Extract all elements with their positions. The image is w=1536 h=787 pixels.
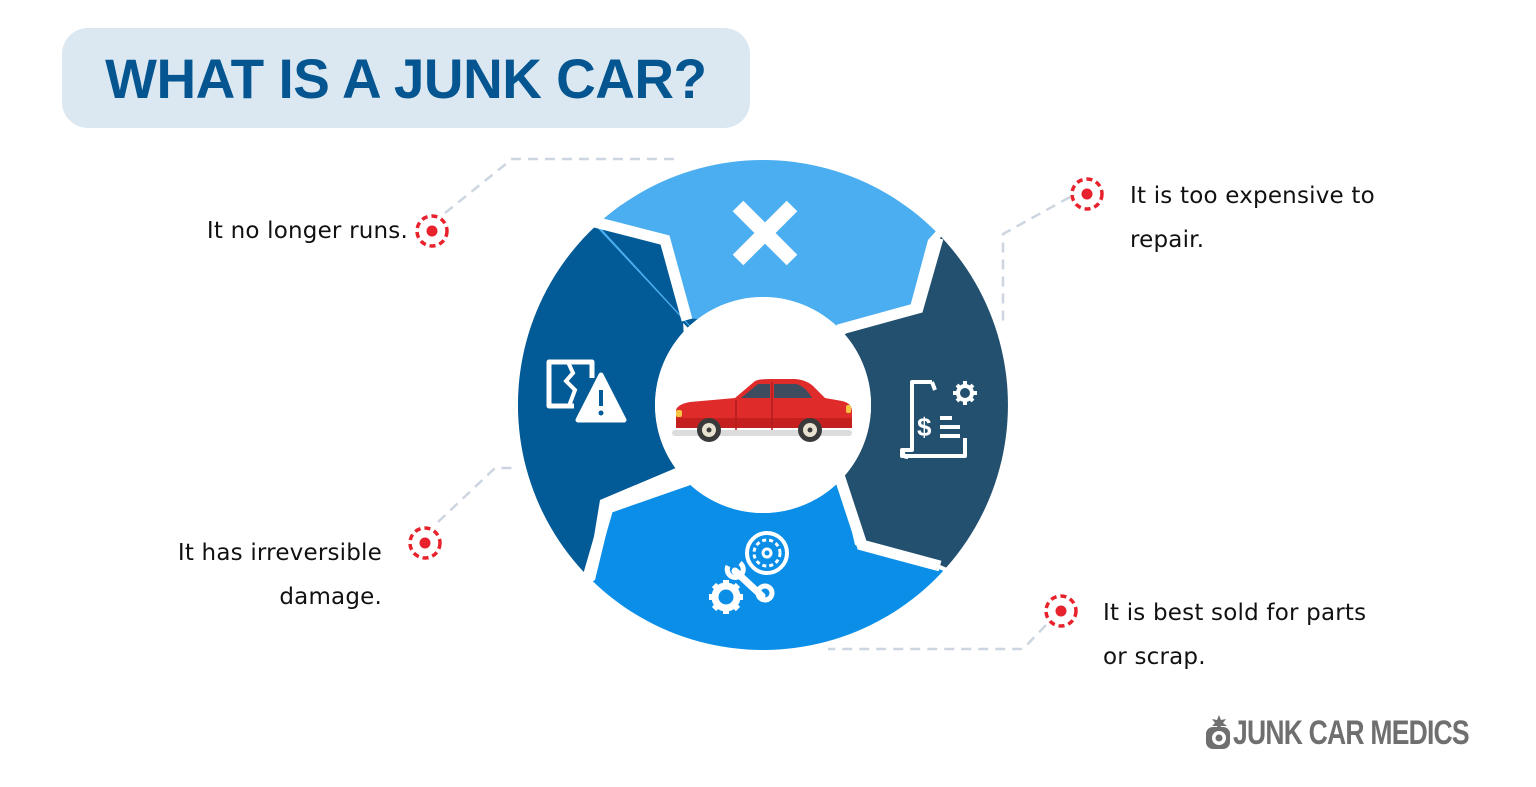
- label-irreversible: It has irreversible damage.: [177, 540, 382, 610]
- marker-best-sold: [1044, 594, 1078, 628]
- tools-gear-wheel-icon: [709, 531, 789, 614]
- title-banner: WHAT IS A JUNK CAR?: [62, 28, 750, 128]
- logo-text: JUNK CAR MEDICS: [1233, 713, 1470, 752]
- page-title: WHAT IS A JUNK CAR?: [105, 46, 707, 110]
- segment-top: [520, 160, 1000, 405]
- connector-lines: [437, 157, 1071, 651]
- connector-irreversible: [437, 466, 518, 523]
- segment-dividers: [580, 213, 944, 586]
- svg-text:$: $: [917, 412, 932, 442]
- connector-too-expensive: [1001, 195, 1071, 322]
- broken-window-warning-icon: [546, 359, 627, 423]
- invoice-gear-icon: $: [900, 380, 977, 459]
- marker-too-expensive: [1070, 177, 1104, 211]
- close-x-icon: [732, 200, 798, 266]
- label-best-sold: It is best sold for parts or scrap.: [1103, 600, 1367, 670]
- red-sedan-car-icon: [672, 379, 852, 442]
- label-too-expensive: It is too expensive to repair.: [1130, 183, 1375, 253]
- marker-irreversible: [408, 526, 442, 560]
- connector-no-longer-runs: [444, 157, 676, 214]
- junk-car-medics-logo: JUNK CAR MEDICS: [1205, 710, 1535, 756]
- label-no-longer-runs: It no longer runs.: [206, 218, 408, 244]
- marker-no-longer-runs: [415, 214, 449, 248]
- wheel-logo-icon: [1206, 715, 1230, 749]
